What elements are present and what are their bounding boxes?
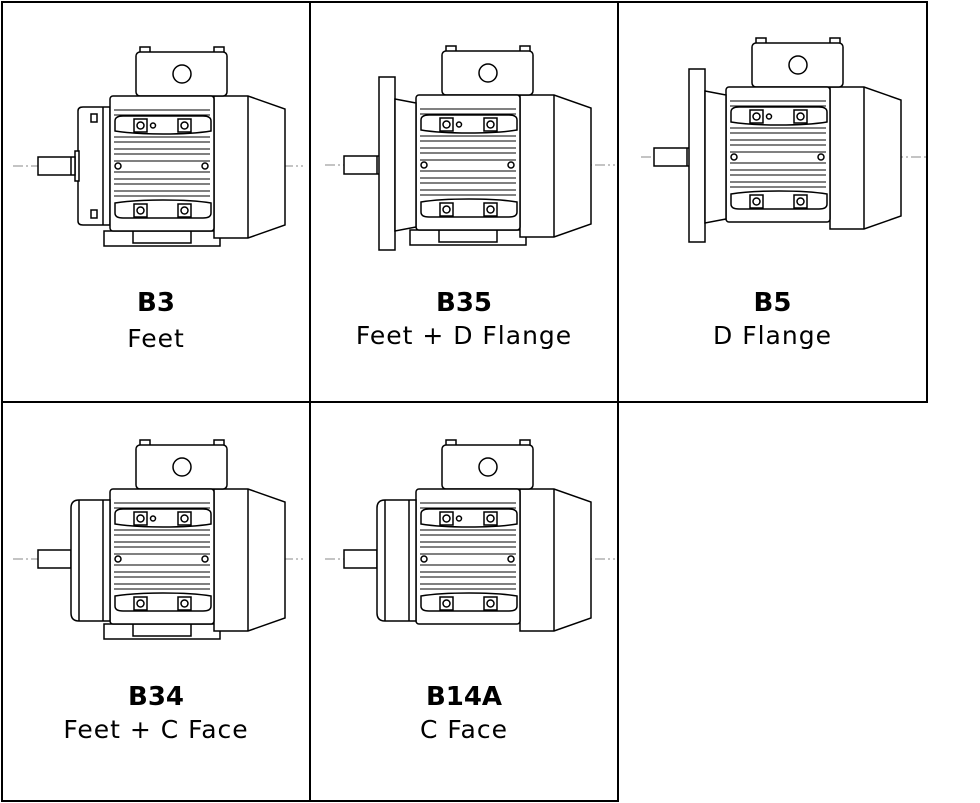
mounting-description: C Face bbox=[420, 715, 508, 744]
mounting-description: Feet bbox=[127, 324, 185, 353]
mounting-code: B14A bbox=[425, 682, 503, 712]
mounting-code: B5 bbox=[753, 288, 792, 318]
mounting-cell-b3: B3 Feet bbox=[1, 1, 311, 403]
mounting-description: Feet + D Flange bbox=[355, 321, 573, 350]
mounting-cell-b34: B34 Feet + C Face bbox=[1, 401, 311, 802]
mounting-code: B35 bbox=[436, 288, 492, 318]
mounting-cell-b5: B5 D Flange bbox=[617, 1, 928, 403]
mounting-code: B3 bbox=[137, 288, 175, 318]
mounting-description: D Flange bbox=[713, 321, 832, 350]
mounting-cell-b14a: B14A C Face bbox=[309, 401, 619, 802]
mounting-cell-b35: B35 Feet + D Flange bbox=[309, 1, 619, 403]
mounting-description: Feet + C Face bbox=[63, 715, 249, 744]
mounting-code: B34 bbox=[128, 682, 184, 712]
